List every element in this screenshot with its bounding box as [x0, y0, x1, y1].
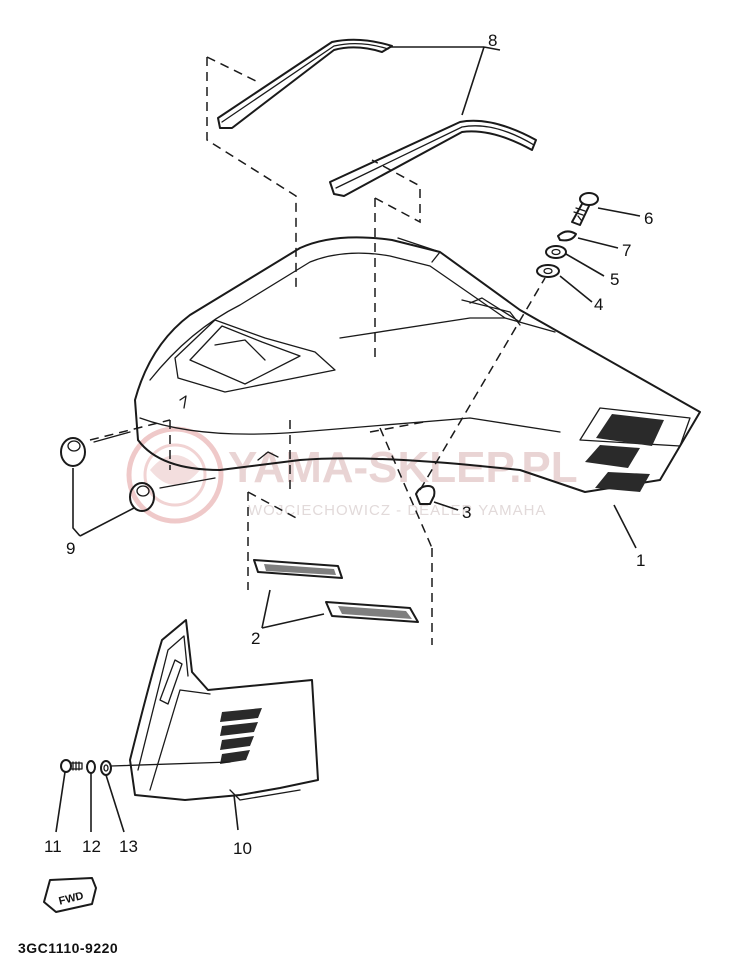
callout-1: 1	[636, 551, 645, 570]
callout-8: 8	[488, 31, 497, 50]
callout-2: 2	[251, 629, 260, 648]
callout-6: 6	[644, 209, 653, 228]
callout-9: 9	[66, 539, 75, 558]
callout-4: 4	[594, 295, 603, 314]
callout-3: 3	[462, 503, 471, 522]
callouts: 8 6 7 5 4 1 3 9 2 11 12 13 10	[44, 31, 653, 858]
parts-4-7-hardware	[536, 192, 599, 278]
callout-13: 13	[119, 837, 138, 856]
watermark-brand: YAMA-SKLEP.PL	[228, 443, 578, 492]
callout-12: 12	[82, 837, 101, 856]
leader-lines	[55, 46, 641, 833]
fwd-label: FWD	[58, 890, 85, 908]
fwd-arrow-icon	[43, 877, 97, 913]
part-4-washer	[536, 264, 560, 278]
part-8-trim-strips	[217, 38, 537, 197]
callout-7: 7	[622, 241, 631, 260]
part-1-main-cowl	[134, 236, 701, 493]
fwd-direction-badge: FWD	[43, 877, 97, 913]
part-2-rubber-strips	[253, 559, 419, 623]
part-3-grommet	[415, 485, 436, 505]
diagram-part-code: 3GC1110-9220	[18, 940, 118, 956]
part-9-rubber-mounts	[60, 431, 216, 512]
watermark-logo-icon	[126, 426, 224, 524]
callout-10: 10	[233, 839, 252, 858]
part-12-washer	[86, 760, 96, 774]
parts-11-13-fasteners	[60, 759, 231, 776]
watermark-dealer: WOJCIECHOWICZ - DEALER YAMAHA	[248, 502, 546, 519]
callout-11: 11	[44, 837, 62, 856]
callout-5: 5	[610, 270, 619, 289]
part-6-bolt	[571, 192, 599, 226]
part-11-screw	[60, 759, 83, 773]
part-13-nut	[100, 760, 112, 776]
part-8-guides	[206, 56, 421, 360]
part-5-washer	[545, 245, 567, 259]
watermark: YAMA-SKLEP.PL WOJCIECHOWICZ - DEALER YAM…	[126, 426, 578, 524]
part-1-guides	[89, 277, 546, 645]
part-10-lower-cover	[129, 619, 319, 801]
part-7-lock-washer	[557, 230, 577, 242]
